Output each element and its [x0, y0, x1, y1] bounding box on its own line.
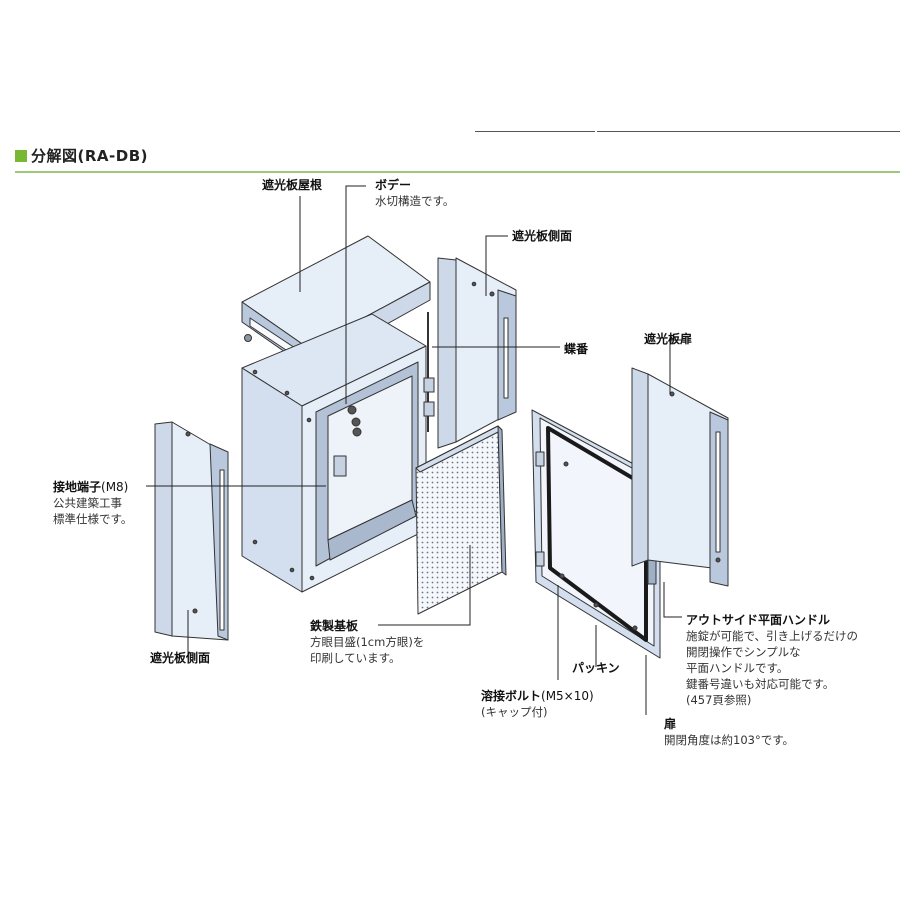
label-shade-side-right: 遮光板側面	[512, 228, 572, 244]
label-packing: パッキン	[572, 660, 620, 676]
label-door: 扉 開閉角度は約103°です。	[664, 716, 794, 748]
steel-base-plate	[415, 425, 507, 615]
shade-side-left	[154, 421, 229, 641]
header-divider-left	[475, 131, 595, 132]
label-packing-title: パッキン	[572, 661, 620, 675]
label-bolt-desc: (キャップ付)	[481, 705, 548, 719]
section-title: 分解図(RA-DB)	[31, 147, 148, 165]
label-plate-desc1: 方眼目盛(1cm方眼)を	[310, 635, 425, 649]
label-shade-side-left: 遮光板側面	[150, 650, 210, 666]
label-handle-desc5: (457頁参照)	[686, 693, 752, 707]
label-ground-title: 接地端子	[53, 480, 102, 494]
label-steel-plate: 鉄製基板 方眼目盛(1cm方眼)を 印刷しています。	[310, 618, 424, 666]
label-ground-desc1: 公共建築工事	[53, 496, 122, 510]
label-body: ボデー 水切構造です。	[375, 177, 454, 209]
label-weld-bolt: 溶接ボルト(M5×10) (キャップ付)	[481, 688, 594, 720]
label-handle-desc3: 平面ハンドルです。	[686, 661, 789, 675]
label-shade-side-left-title: 遮光板側面	[150, 651, 211, 665]
label-shade-side-right-title: 遮光板側面	[512, 229, 573, 243]
hinge-block-lower	[423, 401, 435, 417]
section-heading: 分解図(RA-DB)	[15, 145, 148, 166]
section-marker	[15, 149, 27, 162]
label-handle-desc2: 開閉操作でシンプルな	[686, 645, 801, 659]
label-ground-terminal: 接地端子(M8) 公共建築工事 標準仕様です。	[53, 479, 132, 527]
hinge-block	[423, 377, 435, 393]
label-door-desc: 開閉角度は約103°です。	[664, 733, 795, 747]
label-body-desc: 水切構造です。	[375, 194, 455, 208]
label-hinge-title: 蝶番	[564, 342, 589, 356]
label-handle-desc1: 施錠が可能で、引き上げるだけの	[686, 629, 859, 643]
label-shade-roof: 遮光板屋根	[262, 177, 322, 193]
header-divider-right	[597, 131, 900, 132]
label-handle-title: アウトサイド平面ハンドル	[686, 613, 831, 627]
shade-side-right	[437, 257, 517, 449]
label-hinge: 蝶番	[564, 341, 588, 357]
label-handle: アウトサイド平面ハンドル 施錠が可能で、引き上げるだけの 開閉操作でシンプルな …	[686, 612, 858, 708]
label-handle-desc4: 鍵番号違いも対応可能です。	[686, 677, 835, 691]
label-shade-door: 遮光板扉	[644, 331, 692, 347]
leader-lines	[146, 185, 686, 715]
cabinet-body	[241, 313, 427, 593]
label-plate-title: 鉄製基板	[310, 619, 359, 633]
label-ground-sub: (M8)	[101, 480, 129, 494]
section-rule	[15, 171, 900, 173]
label-shade-door-title: 遮光板扉	[644, 332, 693, 346]
shade-door	[631, 367, 729, 587]
label-plate-desc2: 印刷しています。	[310, 651, 401, 665]
label-door-title: 扉	[664, 717, 677, 731]
label-shade-roof-title: 遮光板屋根	[262, 178, 323, 192]
label-body-title: ボデー	[375, 178, 412, 192]
label-ground-desc2: 標準仕様です。	[53, 512, 133, 526]
label-bolt-sub: (M5×10)	[541, 689, 594, 703]
label-bolt-title: 溶接ボルト	[481, 689, 542, 703]
